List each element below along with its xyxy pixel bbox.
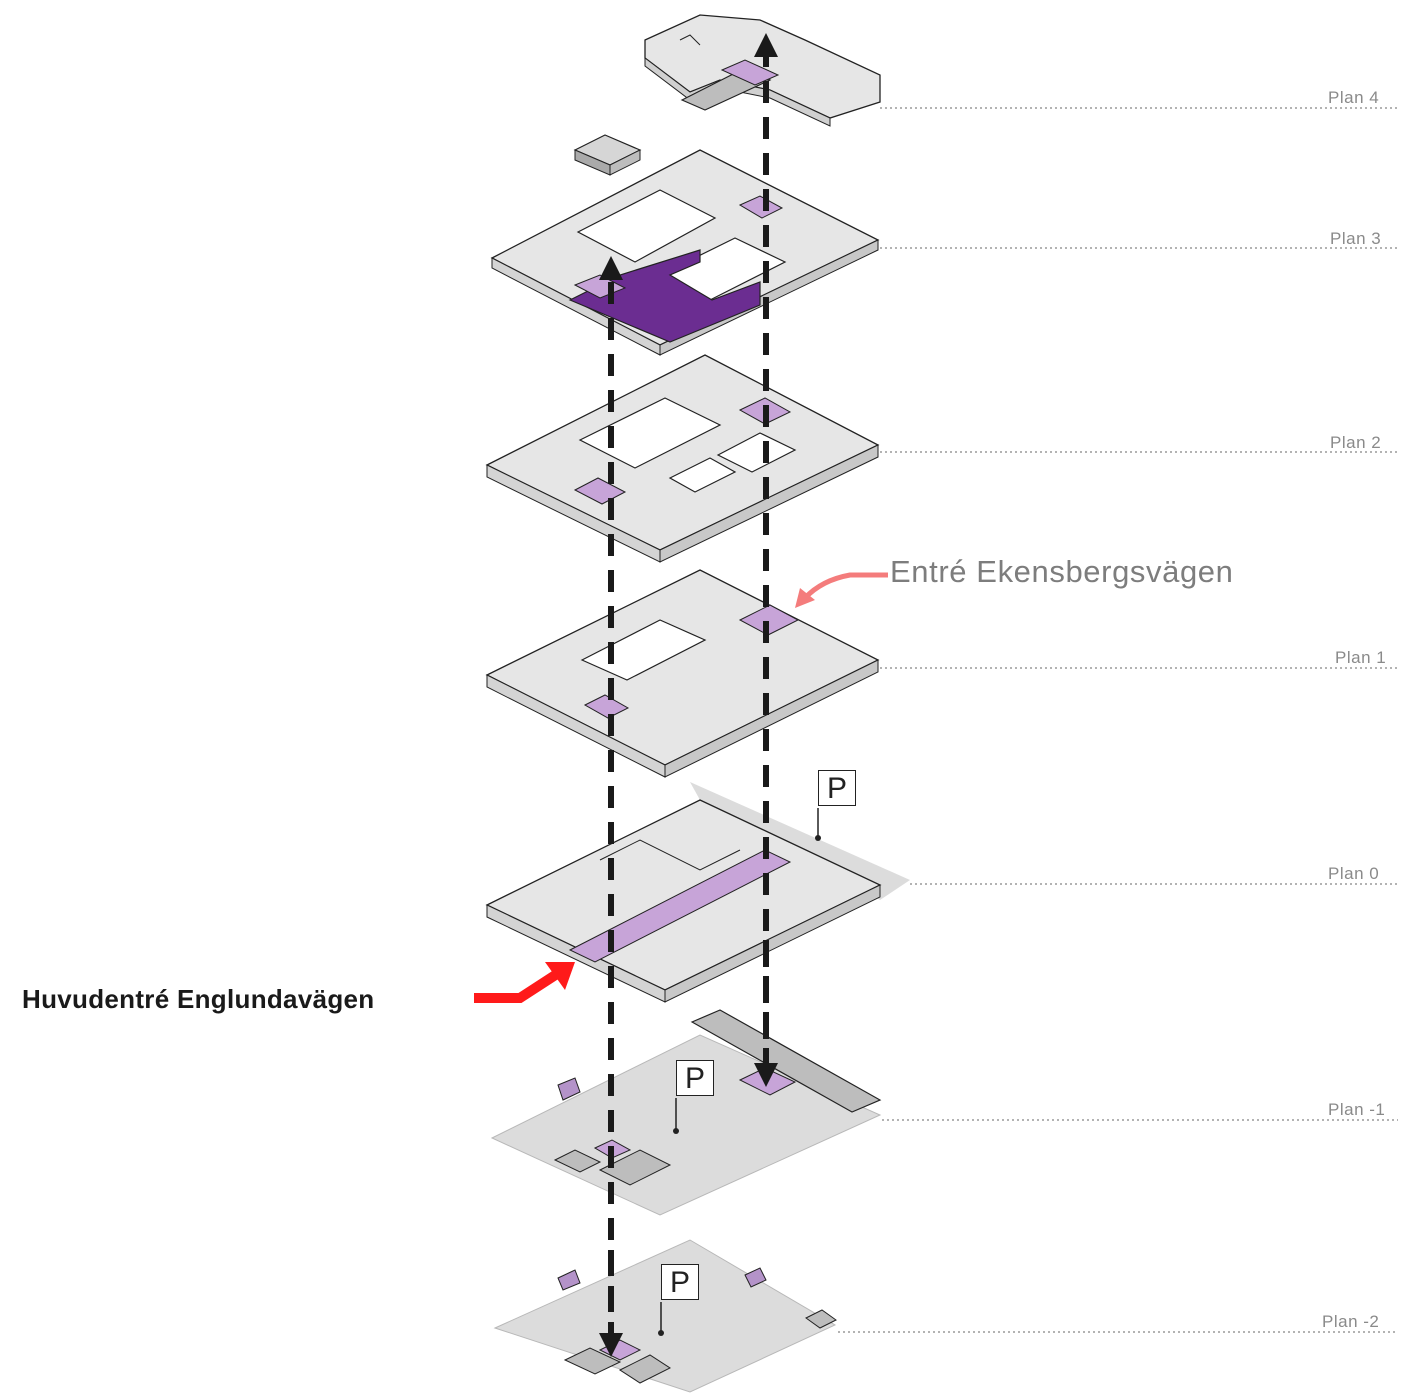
secondary-entrance-arrow	[803, 572, 888, 600]
floor-plan-1	[485, 569, 880, 778]
floor-plan-4	[644, 14, 881, 127]
level-label-plan-minus-2: Plan -2	[1322, 1312, 1380, 1331]
level-label-plan-minus-1: Plan -1	[1328, 1100, 1386, 1119]
secondary-entrance-arrowhead	[795, 588, 815, 608]
parking-dot-plan-minus-2	[658, 1330, 664, 1336]
level-guides	[838, 107, 1398, 1333]
floor-plan-3	[490, 149, 880, 356]
level-label-plan-2: Plan 2	[1330, 433, 1382, 452]
parking-flag-plan-minus-2: P	[661, 1264, 699, 1300]
floor-plan-2	[485, 354, 880, 563]
parking-dot-plan-minus-1	[673, 1128, 679, 1134]
main-entrance-arrowhead	[545, 962, 575, 990]
parking-flag-plan-0: P	[818, 770, 856, 806]
level-label-plan-1: Plan 1	[1335, 648, 1387, 667]
floor-plan-minus-1	[490, 1009, 882, 1216]
main-entrance-label: Huvudentré Englundavägen	[22, 984, 375, 1014]
main-entrance-arrow	[474, 967, 563, 1003]
parking-dot-plan-0	[815, 835, 821, 841]
level-label-plan-0: Plan 0	[1328, 864, 1380, 883]
level-label-plan-3: Plan 3	[1330, 229, 1382, 248]
floor-plan-0	[485, 782, 910, 1003]
floor-plan-minus-2	[493, 1239, 837, 1393]
level-label-plan-4: Plan 4	[1328, 88, 1380, 107]
parking-flag-plan-minus-1: P	[676, 1060, 714, 1096]
stair-block	[573, 134, 642, 176]
vertical-routes	[599, 33, 778, 1357]
secondary-entrance-label: Entré Ekensbergsvägen	[890, 554, 1234, 589]
